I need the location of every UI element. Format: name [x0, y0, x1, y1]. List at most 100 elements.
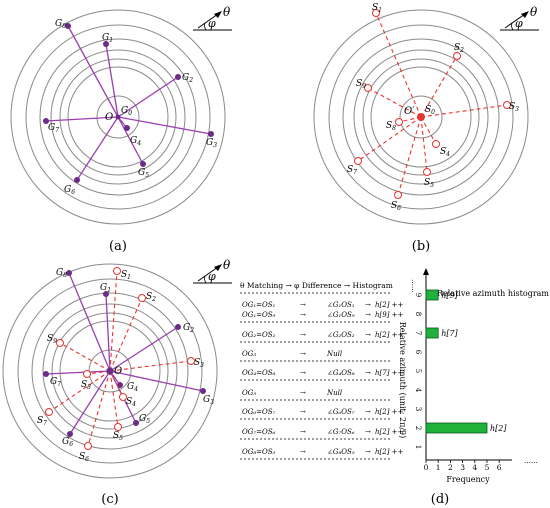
- s-labels-b: O′ S0 S1 S2 S3 S4 S5 S6 S7 S8 S9: [347, 3, 519, 212]
- table-diff-cell: Null: [326, 389, 342, 397]
- table-hist-cell: h[2] ++: [375, 331, 404, 339]
- x-tick-label: 6: [497, 463, 502, 472]
- y-tick-label: 9: [414, 293, 422, 297]
- g-spokes-a: [43, 23, 214, 183]
- g7-label: G7: [48, 123, 59, 134]
- x-tick-label: 0: [424, 463, 429, 472]
- table-rows: OG₁=OS₁→∠G₁OS₁→h[2] ++OG₁=OS₉→∠G₁OS₉→h[9…: [240, 301, 404, 460]
- y-tick-label: 4: [414, 388, 422, 393]
- histogram-bar: [425, 422, 488, 434]
- table-hist-cell: h[2] ++: [375, 408, 404, 416]
- panel-b: O′ S0 S1 S2 S3 S4 S5 S6 S7 S8 S9 θ φ (b): [313, 3, 539, 254]
- table-diff-cell: ∠G₇OS₆: [327, 428, 355, 436]
- matching-table: θ Matching → φ Difference → Histogram OG…: [240, 281, 404, 460]
- compass-c: θ φ: [193, 258, 232, 284]
- table-arrow: →: [300, 331, 306, 339]
- x-axis-label: Frequency: [446, 475, 490, 484]
- s5-label: S5: [424, 178, 434, 189]
- table-match-cell: OG₃: [242, 350, 256, 358]
- table-arrow: →: [365, 331, 371, 339]
- s6-label: S6: [391, 201, 401, 212]
- table-arrow: →: [300, 369, 306, 377]
- phi-symbol-a: φ: [208, 17, 216, 30]
- y-tick-label: 1: [414, 445, 422, 449]
- origin-label: O: [105, 112, 113, 123]
- y-tick-label: 3: [414, 407, 422, 411]
- caption-a: (a): [109, 239, 127, 254]
- rings-c: [2, 263, 218, 479]
- g5-label: G5: [138, 168, 149, 179]
- table-arrow: →: [365, 311, 371, 319]
- y-tick-label: 5: [414, 369, 422, 373]
- table-match-cell: OG₄=OS₈: [242, 369, 276, 377]
- x-tick-label: 4: [472, 463, 477, 472]
- s-spokes-c: [45, 267, 195, 450]
- origin-label-c: O: [114, 366, 122, 377]
- table-header: θ Matching → φ Difference → Histogram: [240, 281, 393, 290]
- table-diff-cell: ∠G₈OS₅: [327, 448, 355, 456]
- c-s5-label: S5: [113, 431, 123, 442]
- x-tick-label: 3: [460, 463, 465, 472]
- panel-c: O G8 S1 G1 S2 G2 S3 G3 G4 S4 G5 S5 G6 S6…: [2, 258, 232, 507]
- c-s1-label: S1: [121, 270, 131, 281]
- y-tick-label: 7: [414, 331, 422, 335]
- table-match-cell: OG₆=OS₇: [242, 408, 276, 416]
- c-s4-label: S4: [126, 397, 136, 408]
- table-arrow: →: [300, 350, 306, 358]
- g1-label: G1: [102, 33, 113, 44]
- y-tick-label: 8: [414, 312, 422, 316]
- table-diff-cell: ∠G₁OS₉: [327, 311, 355, 319]
- compass-a: θ φ: [193, 5, 232, 31]
- g4-label: G4: [130, 136, 141, 147]
- table-match-cell: OG₇=OS₆: [242, 428, 276, 436]
- table-arrow: →: [365, 408, 371, 416]
- table-arrow: →: [300, 448, 306, 456]
- table-arrow: →: [365, 428, 371, 436]
- s3-label: S3: [509, 102, 519, 113]
- c-g4-label: G4: [127, 382, 138, 393]
- theta-symbol-c: θ: [223, 258, 231, 272]
- g3-label: G3: [206, 138, 217, 149]
- table-match-cell: OG₁=OS₉: [242, 311, 276, 319]
- s-spokes-b: [354, 9, 511, 199]
- c-g8-label: G8: [56, 268, 67, 279]
- chart-title: Relative azimuth histogram: [437, 289, 549, 298]
- table-diff-cell: ∠G₂OS₂: [327, 331, 355, 339]
- labels-c: O G8 S1 G1 S2 G2 S3 G3 G4 S4 G5 S5 G6 S6…: [37, 268, 214, 463]
- g-spokes-c: [43, 270, 206, 437]
- s4-label: S4: [440, 147, 450, 158]
- bars: h[2]h[7]h[9]: [425, 289, 507, 434]
- x-tick-label: 5: [485, 463, 490, 472]
- s9-label: S9: [356, 79, 366, 90]
- table-hist-cell: h[9] ++: [375, 311, 404, 319]
- g2-label: G2: [182, 73, 193, 84]
- c-s6-label: S6: [79, 452, 89, 463]
- table-arrow: →: [365, 448, 371, 456]
- histogram: Relative azimuth histogram …… …… Relativ…: [398, 268, 549, 507]
- c-s3-label: S3: [194, 358, 204, 369]
- table-diff-cell: ∠G₄OS₈: [327, 369, 355, 377]
- table-arrow: →: [300, 301, 306, 309]
- table-diff-cell: ∠G₆OS₇: [327, 408, 355, 416]
- table-match-cell: OG₂=OS₂: [242, 331, 276, 339]
- table-hist-cell: h[7] ++: [375, 369, 404, 377]
- theta-symbol-b: θ: [530, 5, 538, 19]
- s7-label: S7: [347, 165, 357, 176]
- g0-label: G0: [121, 106, 132, 117]
- table-match-cell: OG₁=OS₁: [242, 301, 276, 309]
- y-ellipsis: ……: [407, 279, 415, 293]
- table-arrow: →: [300, 389, 306, 397]
- bar-label: h[9]: [441, 291, 458, 300]
- table-diff-cell: Null: [326, 350, 342, 358]
- c-g3-label: G3: [203, 395, 214, 406]
- table-match-cell: OG₅: [242, 389, 256, 397]
- c-s2-label: S2: [146, 292, 156, 303]
- s2-label: S2: [454, 43, 464, 54]
- c-s8-label: S8: [81, 380, 91, 391]
- x-ellipsis: ……: [524, 457, 538, 465]
- s8-label: S8: [386, 121, 396, 132]
- g8-label: G8: [55, 19, 66, 30]
- c-s7-label: S7: [37, 416, 47, 427]
